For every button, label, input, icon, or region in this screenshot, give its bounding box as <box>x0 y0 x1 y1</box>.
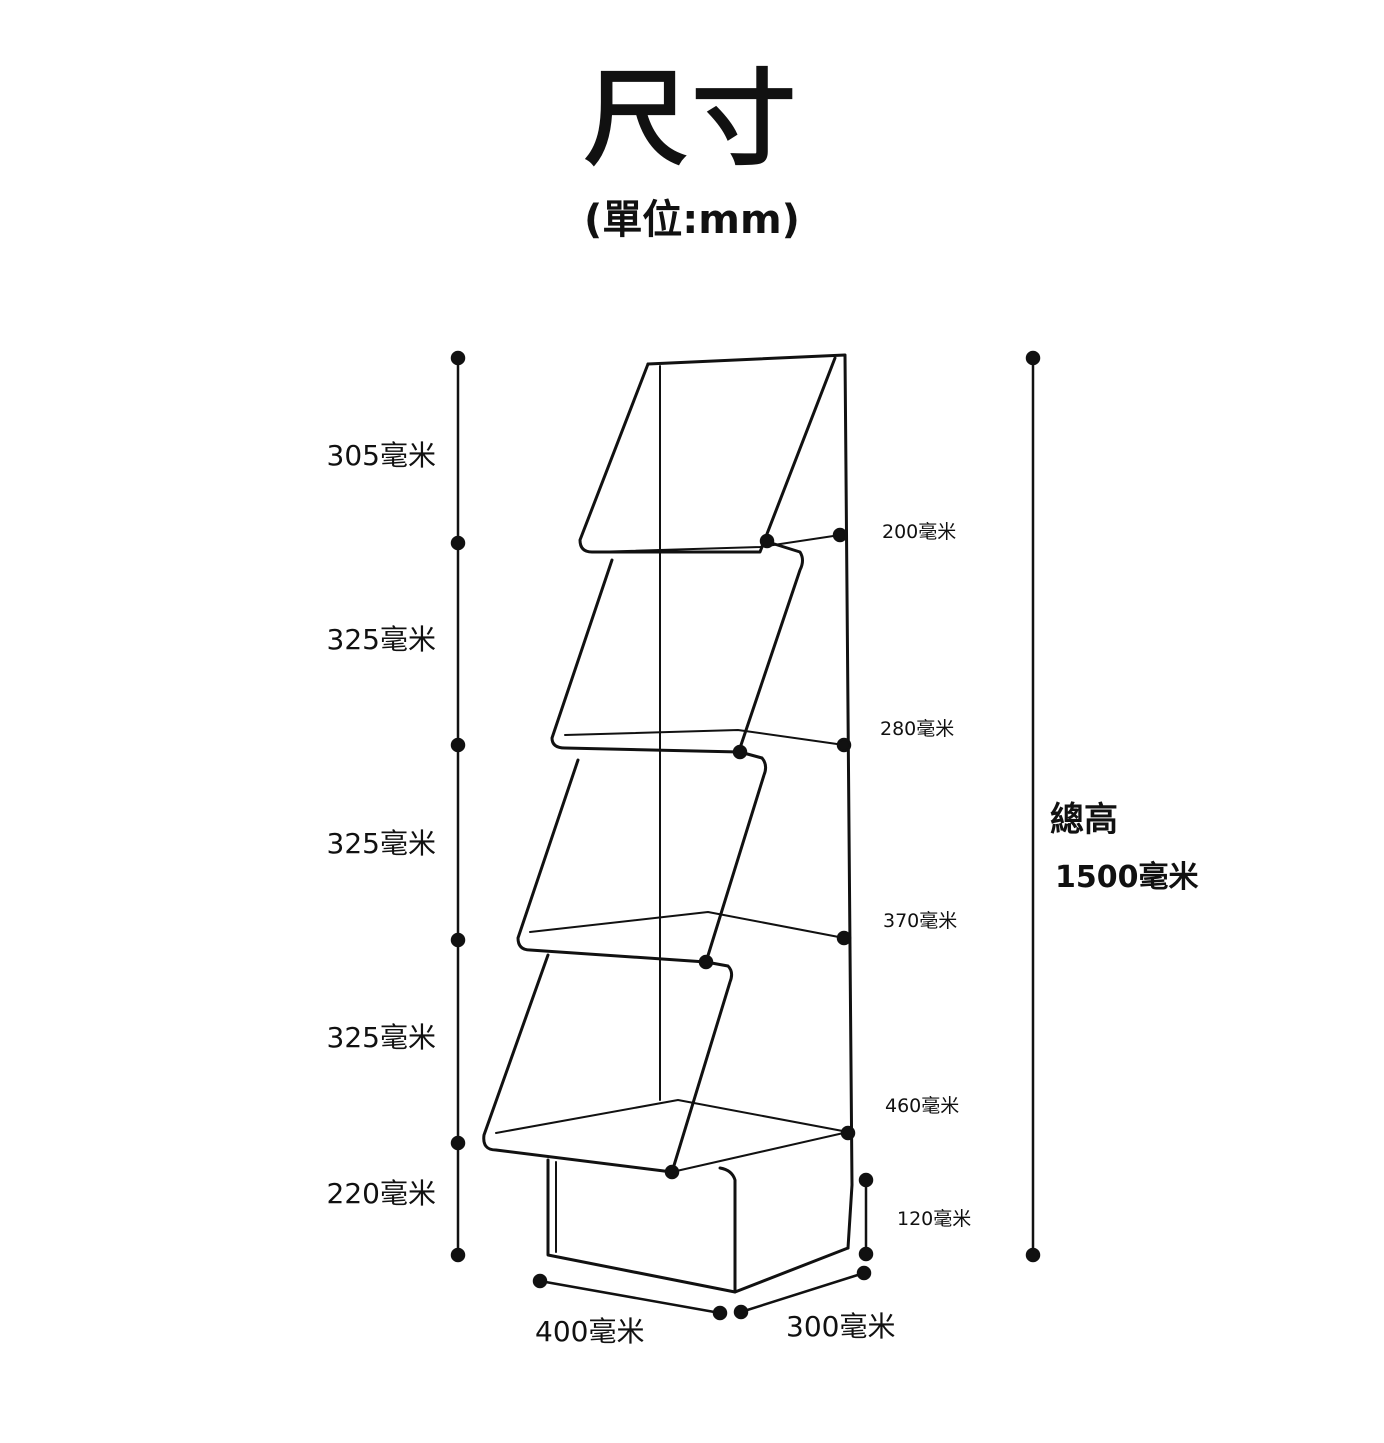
depth-dim-dot <box>856 1265 872 1281</box>
left-dim-dot <box>450 1247 466 1263</box>
depth-dim-dot <box>733 1304 749 1320</box>
width-dim-line <box>539 1279 721 1315</box>
total-height-name: 總高 <box>1050 800 1118 840</box>
left-dim-dot <box>450 932 466 948</box>
shelf-depth-label: 370毫米 <box>883 910 958 932</box>
tier-1-lip <box>738 540 804 750</box>
width-label: 400毫米 <box>535 1315 645 1348</box>
tier-3-lip <box>670 960 734 1174</box>
base-height-label: 120毫米 <box>897 1208 972 1230</box>
tier-2-lip <box>704 750 768 964</box>
tier-3-shelf <box>529 911 845 939</box>
shelf-depth-label: 200毫米 <box>882 521 957 543</box>
left-dim-dot <box>450 535 466 551</box>
depth-dot <box>732 744 748 760</box>
base-box <box>546 1158 737 1294</box>
tier-4-panel <box>482 953 674 1174</box>
width-dim-dot <box>532 1273 548 1289</box>
left-dim-label: 220毫米 <box>326 1177 436 1210</box>
tier-3-panel <box>516 758 708 964</box>
tier-1-shelf <box>591 534 841 553</box>
depth-dot <box>759 533 775 549</box>
base-height-dot <box>858 1172 874 1188</box>
total-dim-dot <box>1025 1247 1041 1263</box>
left-dim-dot <box>450 1135 466 1151</box>
depth-dot <box>836 737 852 753</box>
depth-dim-line <box>740 1271 865 1314</box>
page-title: 尺寸 <box>583 58 800 180</box>
depth-dot <box>840 1125 856 1141</box>
base-height-dot <box>858 1246 874 1262</box>
unit-subtitle: (單位:mm) <box>584 197 800 243</box>
shelf-depth-label: 280毫米 <box>880 718 955 740</box>
depth-dot <box>832 527 848 543</box>
left-dim-label: 305毫米 <box>326 439 436 472</box>
depth-dot <box>664 1164 680 1180</box>
total-dim-dot <box>1025 350 1041 366</box>
width-dim-dot <box>712 1305 728 1321</box>
tier-2-panel <box>550 558 742 754</box>
depth-label: 300毫米 <box>786 1310 896 1343</box>
left-dim-label: 325毫米 <box>326 623 436 656</box>
base-right <box>733 1246 850 1294</box>
tier-1-panel <box>578 356 837 554</box>
left-dim-dot <box>450 737 466 753</box>
left-dim-label: 325毫米 <box>326 1021 436 1054</box>
tier-2-shelf <box>564 729 845 746</box>
left-dim-label: 325毫米 <box>326 827 436 860</box>
left-dim-dot <box>450 350 466 366</box>
depth-dot <box>836 930 852 946</box>
total-height-value: 1500毫米 <box>1055 860 1199 895</box>
tier-4-shelf <box>495 1099 849 1134</box>
back-panel-edge <box>646 353 854 1250</box>
depth-dot <box>698 954 714 970</box>
shelf-depth-label: 460毫米 <box>885 1095 960 1117</box>
tier-4-front <box>671 1131 849 1173</box>
